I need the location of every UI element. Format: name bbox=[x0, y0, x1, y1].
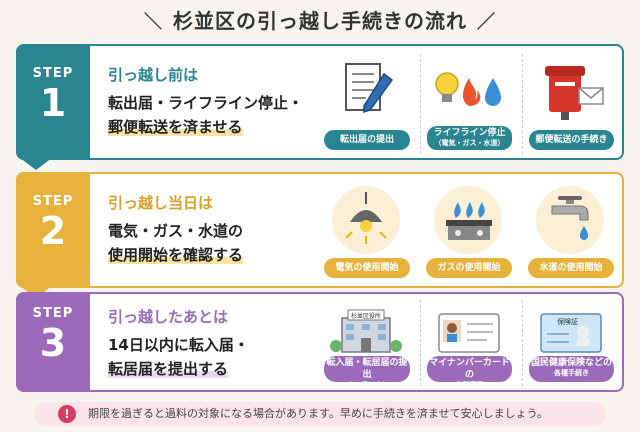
card-caption-small: （電気・ガス・水道） bbox=[434, 139, 505, 147]
card-caption: 転入届・転居届の提出 （14日以内） bbox=[324, 356, 410, 389]
card-my-number: マイナンバーカードの 住所変更 bbox=[420, 300, 516, 389]
step-label: STEP bbox=[32, 66, 74, 81]
step-line-1: 14日以内に転入届・ bbox=[108, 336, 249, 354]
step-3-badge: STEP 3 bbox=[16, 292, 90, 392]
title-text: 杉並区の引っ越し手続きの流れ bbox=[173, 9, 467, 33]
step-2-cards: 電気の使用開始 ガスの使用開始 水道の使用開始 bbox=[318, 182, 618, 282]
card-caption-main: 国民健康保険などの bbox=[530, 358, 612, 368]
step-subtitle: 引っ越し当日は bbox=[108, 194, 214, 212]
left-deco: ＼ bbox=[144, 12, 163, 33]
card-caption-small: 各種手続き bbox=[554, 369, 589, 377]
step-2-text: 引っ越し当日は 電気・ガス・水道の 使用開始を確認する bbox=[108, 192, 318, 267]
step-1-badge: STEP 1 bbox=[16, 44, 90, 160]
card-caption: 電気の使用開始 bbox=[324, 258, 410, 278]
card-moving-out: 転出届の提出 bbox=[318, 54, 414, 154]
card-water: 水道の使用開始 bbox=[522, 182, 618, 282]
faucet-icon bbox=[551, 196, 589, 240]
card-electricity: 電気の使用開始 bbox=[318, 182, 414, 282]
step-3-text: 引っ越したあとは 14日以内に転入届・ 転居届を提出する bbox=[108, 306, 318, 381]
step-1: STEP 1 引っ越し前は 転出届・ライフライン停止・ 郵便転送を済ませる 転出… bbox=[16, 44, 624, 160]
step-line-1: 電気・ガス・水道の bbox=[108, 222, 244, 240]
card-caption-small: （14日以内） bbox=[344, 381, 390, 389]
alert-icon: ! bbox=[58, 405, 76, 423]
step-3-cards: 杉並区役所 転入届・転居届の提出 （14日以内） bbox=[318, 300, 618, 389]
card-lifeline-stop: ライフライン停止 （電気・ガス・水道） bbox=[420, 54, 516, 154]
mailbox-icon bbox=[545, 66, 604, 120]
step-2-badge: STEP 2 bbox=[16, 172, 90, 288]
step-main: 転出届・ライフライン停止・ 郵便転送を済ませる bbox=[108, 91, 318, 139]
step-1-text: 引っ越し前は 転出届・ライフライン停止・ 郵便転送を済ませる bbox=[108, 64, 318, 139]
step-1-cards: 転出届の提出 ライフライン停止 （電気・ガス・水道） bbox=[318, 54, 618, 154]
step-arrow-1 bbox=[20, 158, 52, 170]
footer-text: 期限を過ぎると過料の対象になる場合があります。早めに手続きを済ませて安心しましょ… bbox=[88, 407, 548, 420]
card-caption: 水道の使用開始 bbox=[528, 258, 614, 278]
card-caption: ガスの使用開始 bbox=[426, 258, 512, 278]
utilities-icon bbox=[435, 72, 501, 106]
ward-office-icon: 杉並区役所 bbox=[330, 309, 402, 353]
step-3: STEP 3 引っ越したあとは 14日以内に転入届・ 転居届を提出する 杉並区役… bbox=[16, 292, 624, 392]
step-line-2: 使用開始を確認する bbox=[108, 246, 244, 264]
card-caption: 郵便転送の手続き bbox=[529, 130, 614, 150]
step-number: 2 bbox=[39, 209, 67, 253]
card-caption-main: マイナンバーカードの bbox=[429, 358, 510, 380]
card-gas: ガスの使用開始 bbox=[420, 182, 516, 282]
step-label: STEP bbox=[32, 194, 74, 209]
step-subtitle: 引っ越したあとは bbox=[108, 308, 229, 326]
right-deco: ／ bbox=[477, 12, 496, 33]
card-caption: マイナンバーカードの 住所変更 bbox=[427, 356, 512, 389]
card-caption: ライフライン停止 （電気・ガス・水道） bbox=[427, 126, 512, 150]
card-caption: 国民健康保険などの 各種手続き bbox=[529, 356, 614, 382]
gas-stove-icon bbox=[446, 202, 492, 240]
step-line-1: 転出届・ライフライン停止・ bbox=[108, 94, 304, 112]
step-subtitle: 引っ越し前は bbox=[108, 66, 199, 84]
card-mail-forward: 郵便転送の手続き bbox=[522, 54, 618, 154]
step-label: STEP bbox=[32, 306, 74, 321]
card-sign: 保険証 bbox=[557, 317, 578, 326]
step-number: 3 bbox=[39, 321, 67, 365]
card-caption-main: ライフライン停止 bbox=[433, 128, 506, 138]
step-number: 1 bbox=[39, 81, 67, 125]
footer-note: ! 期限を過ぎると過料の対象になる場合があります。早めに手続きを済ませて安心しま… bbox=[34, 402, 606, 426]
step-main: 14日以内に転入届・ 転居届を提出する bbox=[108, 333, 318, 381]
document-pen-icon bbox=[345, 63, 394, 114]
office-sign: 杉並区役所 bbox=[351, 312, 381, 320]
insurance-card-icon: 保険証 bbox=[540, 313, 602, 353]
page-title: ＼ 杉並区の引っ越し手続きの流れ ／ bbox=[0, 4, 640, 38]
card-caption: 転出届の提出 bbox=[324, 130, 410, 150]
step-main: 電気・ガス・水道の 使用開始を確認する bbox=[108, 219, 318, 267]
step-2: STEP 2 引っ越し当日は 電気・ガス・水道の 使用開始を確認する 電気の使用… bbox=[16, 172, 624, 288]
lamp-icon bbox=[345, 192, 387, 244]
card-caption-main: 転入届・転居届の提出 bbox=[326, 358, 408, 380]
card-health-insurance: 保険証 国民健康保険などの 各種手続き bbox=[522, 300, 618, 386]
step-line-2: 転居届を提出する bbox=[108, 360, 229, 378]
card-caption-small: 住所変更 bbox=[455, 381, 484, 389]
step-line-2: 郵便転送を済ませる bbox=[108, 118, 243, 136]
card-moving-in: 杉並区役所 転入届・転居届の提出 （14日以内） bbox=[318, 300, 414, 389]
id-card-icon bbox=[438, 313, 500, 353]
